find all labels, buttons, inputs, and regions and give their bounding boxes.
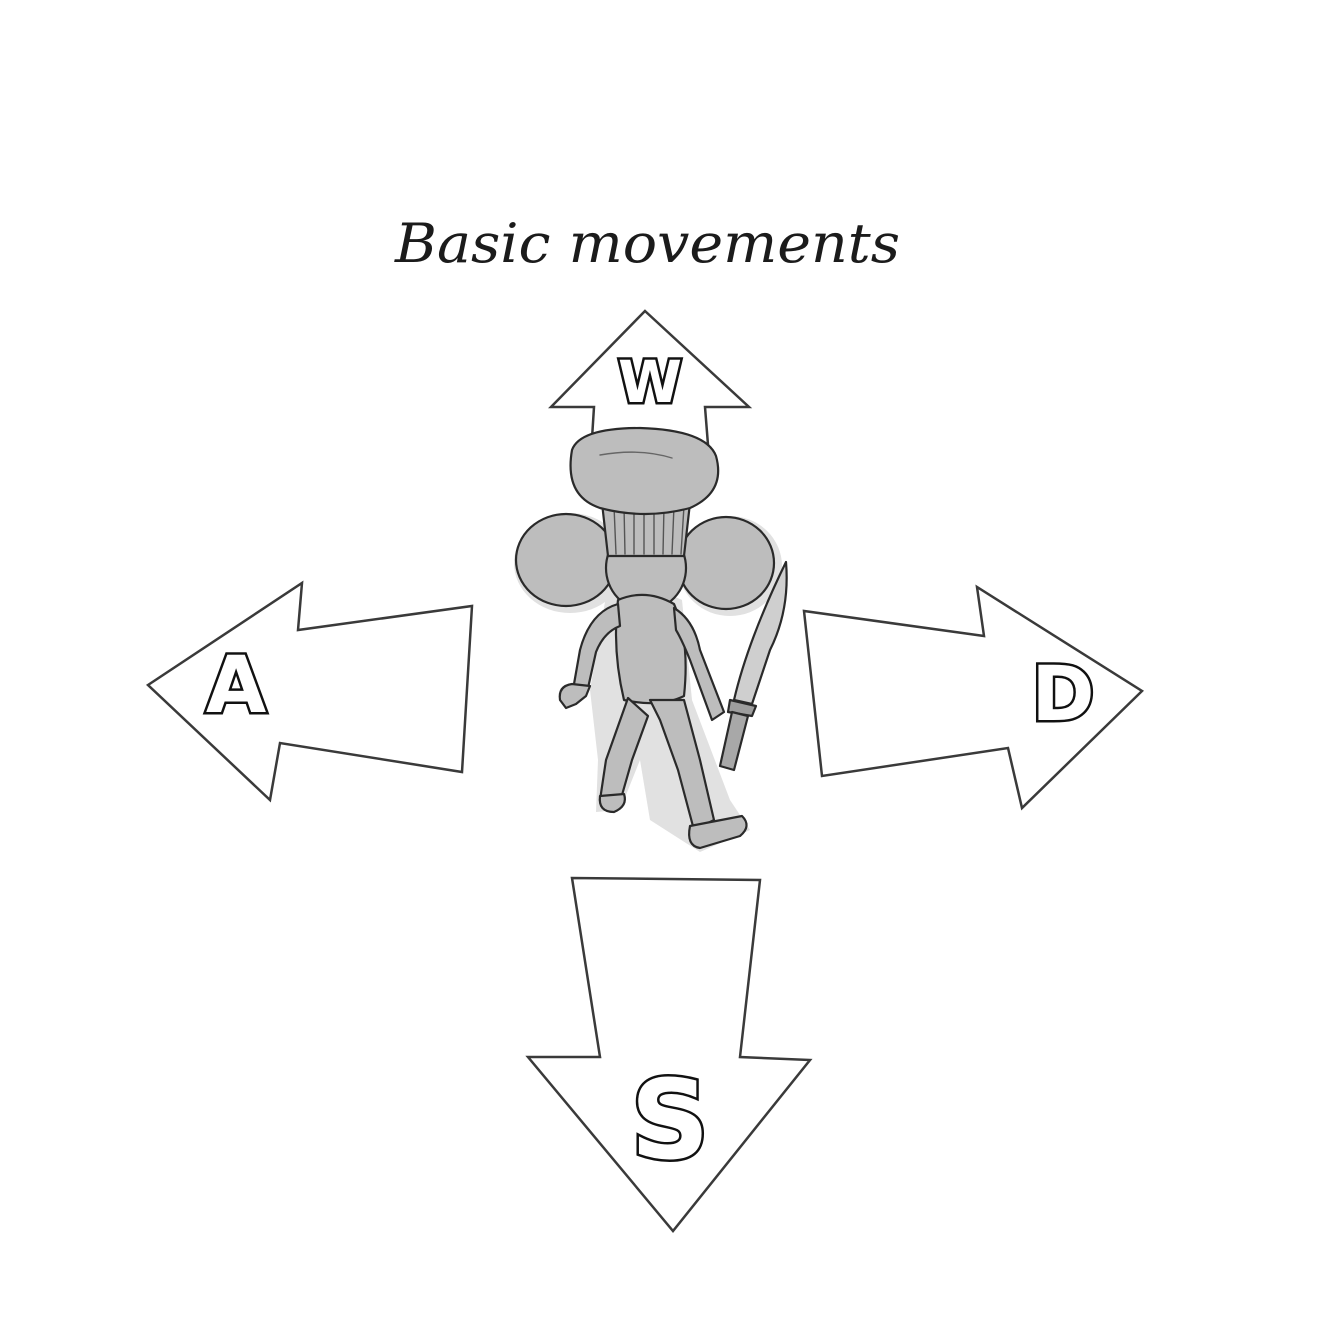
key-s-label: S bbox=[630, 1056, 709, 1184]
knife-icon bbox=[718, 560, 788, 772]
key-d-label: D bbox=[1031, 649, 1094, 738]
key-w-label: W bbox=[618, 348, 682, 416]
key-a-label: A bbox=[206, 641, 266, 731]
arrow-down: S bbox=[525, 876, 813, 1233]
chef-mouse-icon bbox=[514, 426, 782, 852]
arrow-left: A bbox=[145, 580, 474, 803]
arrow-up: W bbox=[548, 309, 753, 472]
diagram-title: Basic movements bbox=[394, 212, 900, 275]
arrow-right: D bbox=[802, 584, 1145, 811]
